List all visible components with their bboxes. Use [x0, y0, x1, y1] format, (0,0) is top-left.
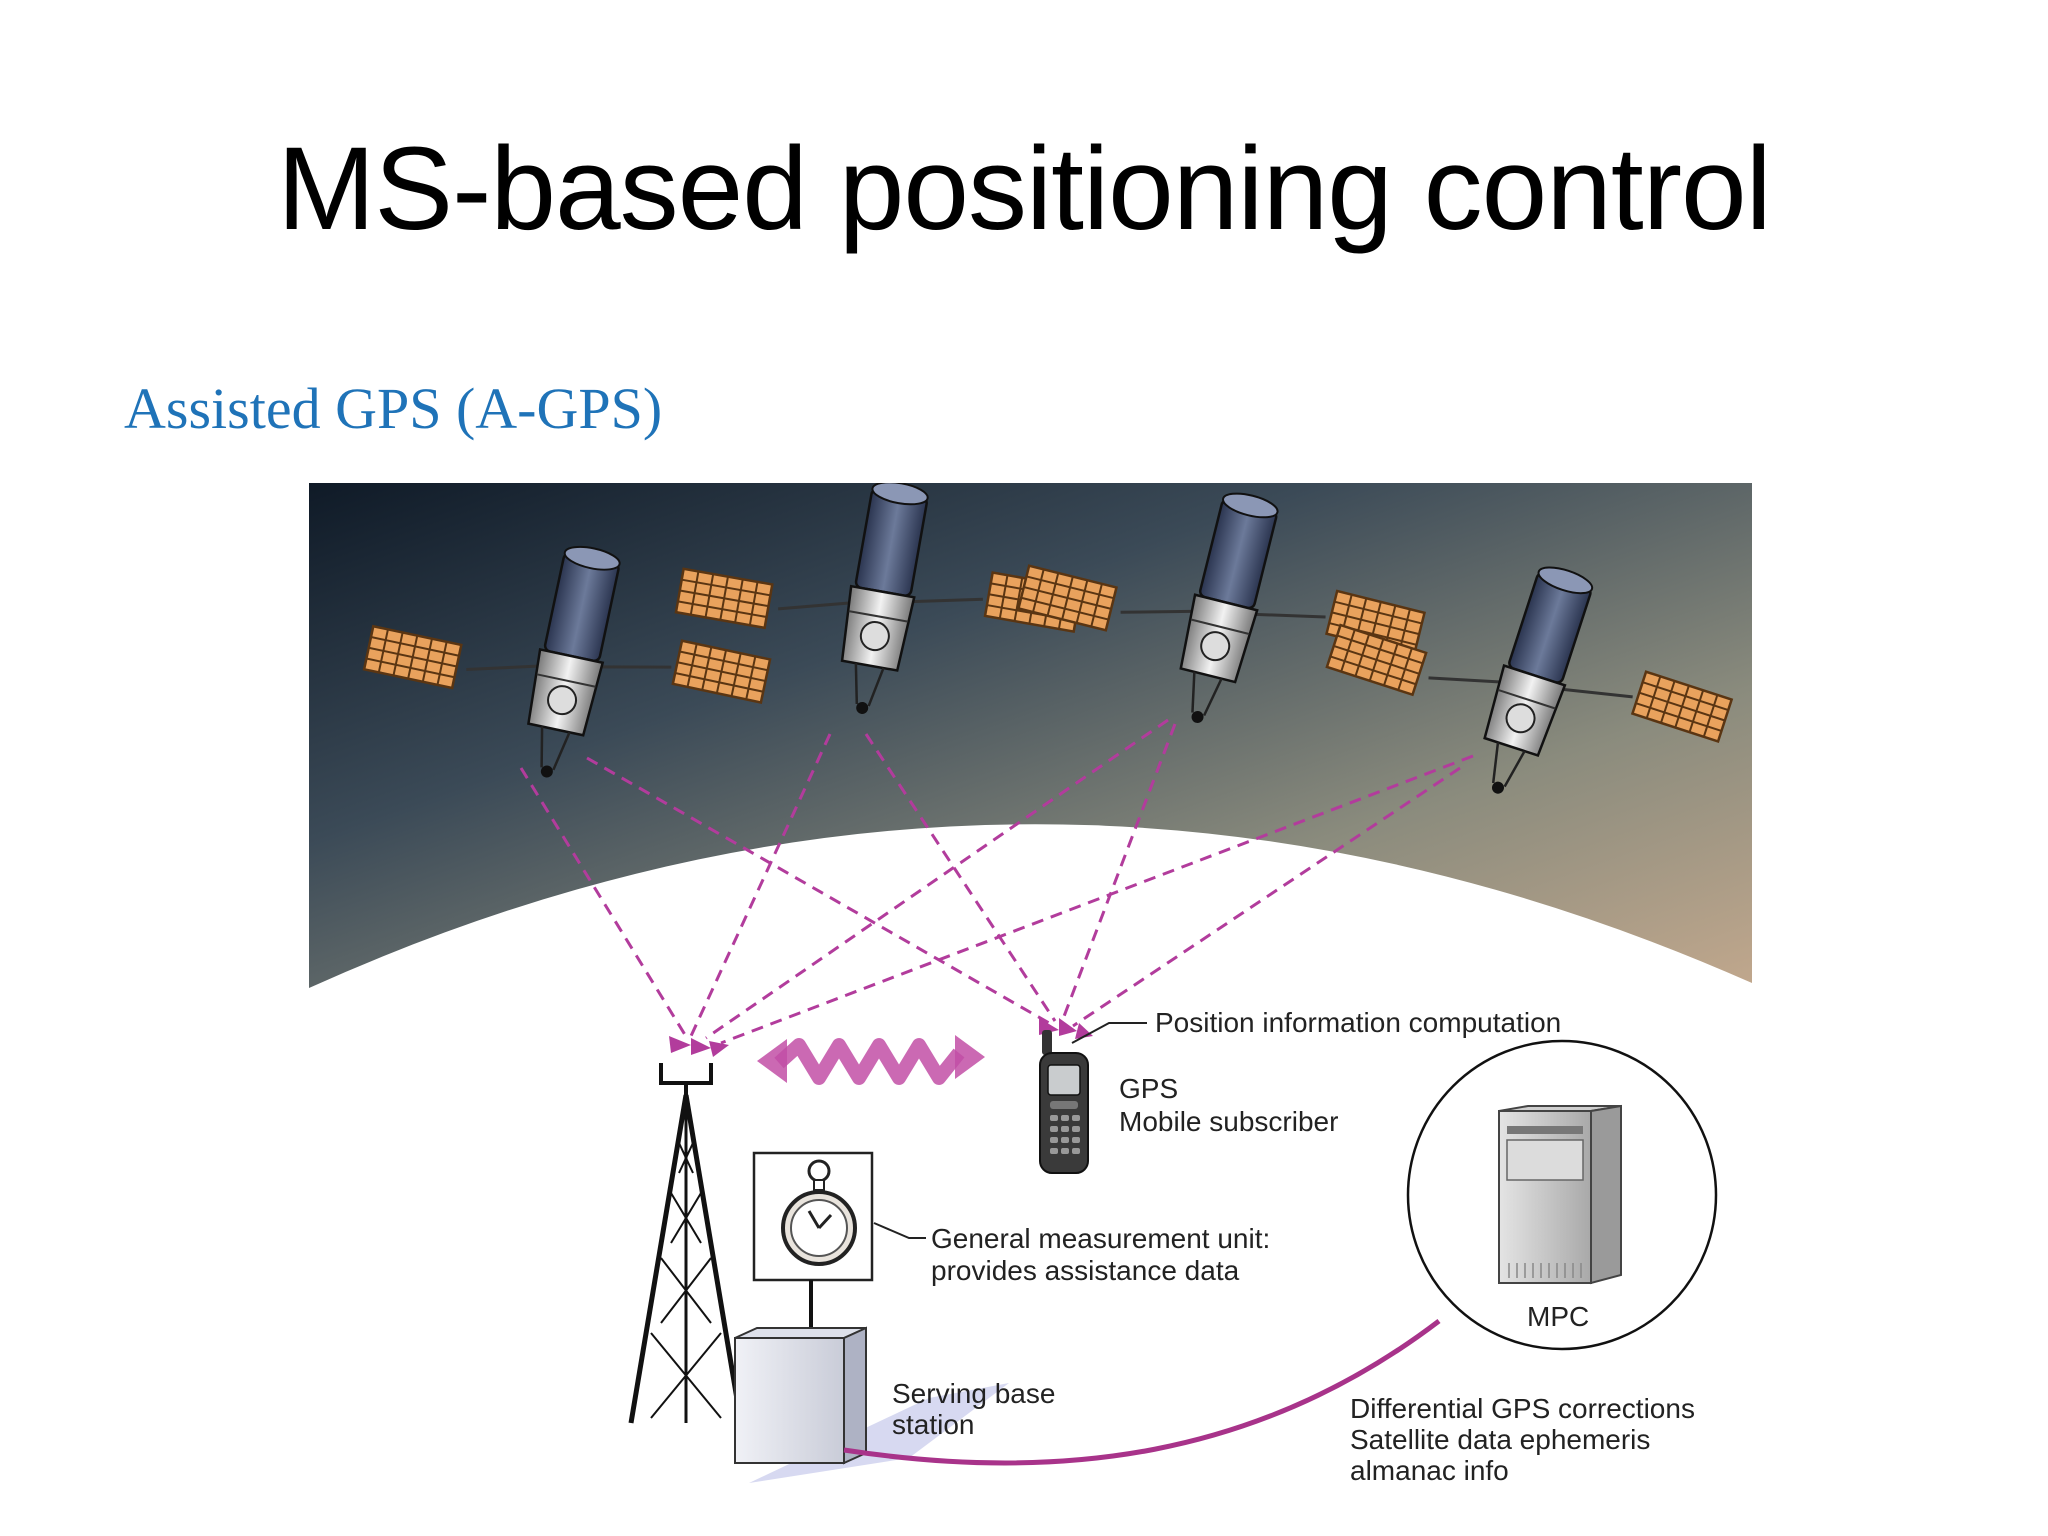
label-corrections-line1: Differential GPS corrections	[1350, 1393, 1695, 1424]
label-mobile-subscriber: Mobile subscriber	[1119, 1106, 1338, 1137]
label-gps: GPS	[1119, 1073, 1178, 1104]
label-corrections-line3: almanac info	[1350, 1455, 1509, 1486]
gmu-leader-line	[873, 1222, 926, 1239]
label-gmu-title: General measurement unit:	[931, 1223, 1270, 1254]
cell-tower-icon	[628, 1063, 744, 1424]
earth-horizon	[309, 824, 1752, 1536]
mobile-phone-icon	[1039, 1030, 1089, 1174]
base-station-icon	[734, 1326, 1009, 1483]
base-to-mpc-link	[843, 1319, 1441, 1466]
slide-title: MS-based positioning control	[277, 123, 1772, 255]
satellite-signal-lines	[519, 718, 1474, 1045]
phone-leader-line	[1071, 1022, 1147, 1044]
agps-diagram: Position information computation GPS Mob…	[309, 483, 1752, 1536]
label-base-station-line2: station	[892, 1409, 975, 1440]
measurement-unit-icon	[752, 1151, 874, 1282]
mpc-server-icon	[1406, 1039, 1718, 1351]
label-corrections-line2: Satellite data ephemeris	[1350, 1424, 1650, 1455]
label-gmu-description: provides assistance data	[931, 1255, 1240, 1286]
label-position-computation: Position information computation	[1155, 1007, 1561, 1038]
wireless-link-icon	[757, 1035, 985, 1085]
label-base-station-line1: Serving base	[892, 1378, 1055, 1409]
label-mpc: MPC	[1527, 1301, 1589, 1332]
slide-subtitle: Assisted GPS (A-GPS)	[124, 376, 663, 441]
